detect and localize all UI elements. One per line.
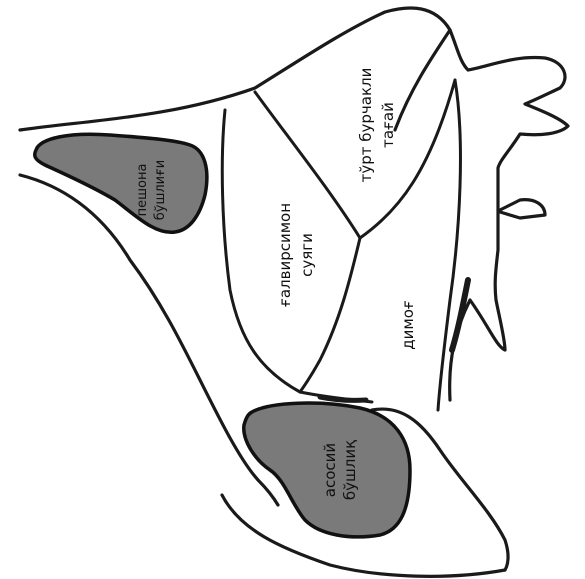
- quadrigemina-label-line1: тўрт бурчакли: [357, 68, 375, 183]
- skull-top: [395, 30, 450, 130]
- brainstem-right-boundary: [438, 80, 460, 410]
- dark-bar: [452, 280, 468, 350]
- ethmoid-label: ғалвирсимон суяги: [276, 203, 316, 307]
- frontal-sinus: [35, 134, 207, 232]
- frontal-sinus-label-line2: бўшлиғи: [153, 160, 168, 221]
- ethmoid-label-line1: ғалвирсимон: [276, 203, 294, 307]
- wedge: [500, 200, 545, 218]
- ethmoid-upper-diagonal: [255, 92, 360, 238]
- outer-contour: [20, 8, 568, 400]
- ethmoid-label-line2: суяги: [298, 233, 316, 277]
- main-sinus-label-line2: бўшлиқ: [341, 440, 359, 500]
- main-sinus-label-line1: асосий: [321, 443, 339, 497]
- brainstem-label-text: димоғ: [399, 300, 417, 350]
- dark-bar-lower: [320, 397, 366, 400]
- quadrigemina-label: тўрт бурчакли тағай: [357, 68, 397, 183]
- quadrigemina-label-line2: тағай: [379, 102, 397, 148]
- brainstem-label: димоғ: [399, 300, 417, 350]
- frontal-sinus-label-line1: пешона: [135, 164, 150, 217]
